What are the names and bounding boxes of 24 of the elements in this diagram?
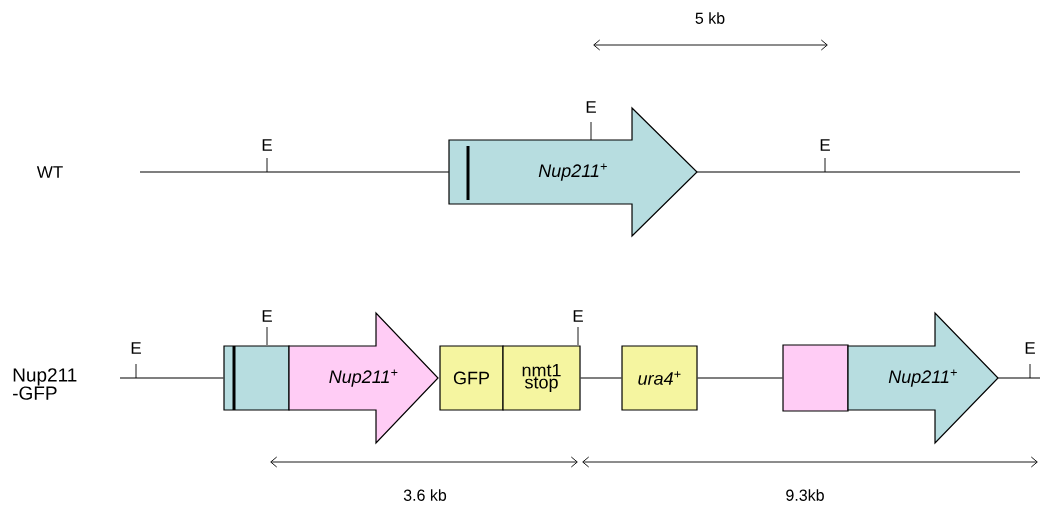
gene-box: nmt1 stop (502, 345, 581, 411)
gene-box (782, 344, 849, 412)
restriction-site: E (1025, 342, 1035, 379)
strain-label: Nup211 -GFP (13, 368, 77, 400)
dimension-label: 3.6 kb (403, 489, 447, 501)
dna-line (119, 377, 224, 379)
restriction-site: E (262, 310, 272, 346)
gene-box: GFP (439, 345, 504, 411)
restriction-site: E (573, 310, 583, 346)
restriction-site: E (820, 139, 830, 173)
dimension-label: 5 kb (695, 12, 725, 24)
dna-line (139, 171, 450, 173)
strain-label: WT (36, 166, 63, 178)
restriction-site: E (262, 139, 272, 173)
dna-line (696, 171, 1021, 173)
restriction-site: E (131, 342, 141, 379)
gene-box: ura4$^{+}$ (621, 345, 698, 411)
gene-box (223, 345, 290, 411)
dimension-label: 9.3kb (786, 489, 824, 501)
dna-line (580, 377, 622, 379)
gene-block: Nup211$^{+}$ (847, 311, 999, 445)
dna-line (697, 377, 783, 379)
gene-block: Nup211$^{+}$ (288, 311, 439, 445)
dna-line (997, 377, 1040, 379)
